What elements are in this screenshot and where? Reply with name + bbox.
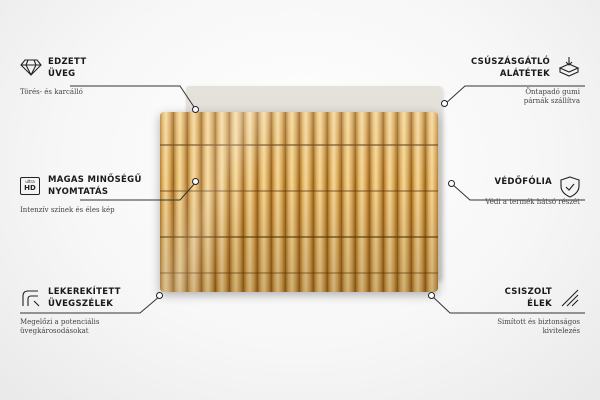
marker-dot	[192, 178, 199, 185]
ultra-hd-icon: ultra HD	[20, 177, 40, 195]
feature-anti-slip: CSÚSZÁSGÁTLÓ ALÁTÉTEK Öntapadó gumi párn…	[440, 56, 580, 106]
marker-dot	[156, 292, 163, 299]
feature-title: ÜVEGSZÉLEK	[48, 299, 114, 309]
feature-title: ÉLEK	[527, 299, 552, 309]
feature-description: kivitelezés	[542, 327, 580, 335]
rounded-corner-icon	[22, 290, 40, 307]
feature-hd-print: ultra HD MAGAS MINŐSÉGŰ NYOMTATÁS Intenz…	[20, 174, 190, 215]
feature-description: Megelőzi a potenciális	[20, 318, 100, 326]
icon-label: ultra	[25, 179, 35, 184]
diamond-icon	[20, 59, 42, 76]
bamboo-node-line	[160, 236, 438, 238]
feature-description: Intenzív színek és éles kép	[20, 206, 115, 214]
bamboo-node-line	[160, 272, 438, 274]
feature-title: ALÁTÉTEK	[499, 69, 550, 79]
feature-title: LEKEREKÍTETT	[48, 287, 121, 297]
feature-rounded-edges: LEKEREKÍTETT ÜVEGSZÉLEK Megelőzi a poten…	[20, 286, 180, 336]
feature-title: CSÚSZÁSGÁTLÓ	[470, 57, 550, 67]
bamboo-node-line	[160, 144, 438, 146]
feature-description: Védi a termék hátsó részét	[485, 198, 580, 206]
feature-tempered-glass: EDZETT ÜVEG Törés- és karcálló	[20, 56, 180, 97]
feature-description: Öntapadó gumi	[525, 88, 580, 96]
marker-dot	[192, 106, 199, 113]
feature-protective-foil: VÉDŐFÓLIA Védi a termék hátsó részét	[420, 176, 580, 207]
feature-description: Törés- és karcálló	[20, 88, 83, 96]
panel-shading	[160, 112, 438, 292]
marker-dot	[448, 180, 455, 187]
feature-description: párnák szállítva	[523, 97, 580, 105]
feature-title: NYOMTATÁS	[48, 187, 109, 197]
marker-dot	[428, 292, 435, 299]
bamboo-glass-panel	[160, 112, 438, 292]
feature-title: EDZETT	[48, 57, 87, 67]
feature-title: MAGAS MINŐSÉGŰ	[48, 175, 142, 185]
polished-edge-icon	[561, 289, 579, 307]
anti-slip-pad-icon	[558, 57, 580, 77]
feature-description: Simított és biztonságos	[497, 318, 580, 326]
shield-icon	[560, 176, 580, 198]
feature-description: üvegkárosodásokat	[20, 327, 89, 335]
feature-title: ÜVEG	[48, 69, 76, 79]
feature-polished-edges: CSISZOLT ÉLEK Simított és biztonságos ki…	[440, 286, 580, 336]
feature-title: VÉDŐFÓLIA	[494, 177, 552, 187]
icon-label: HD	[24, 184, 36, 192]
feature-title: CSISZOLT	[504, 287, 552, 297]
marker-dot	[441, 100, 448, 107]
bamboo-node-line	[160, 190, 438, 192]
